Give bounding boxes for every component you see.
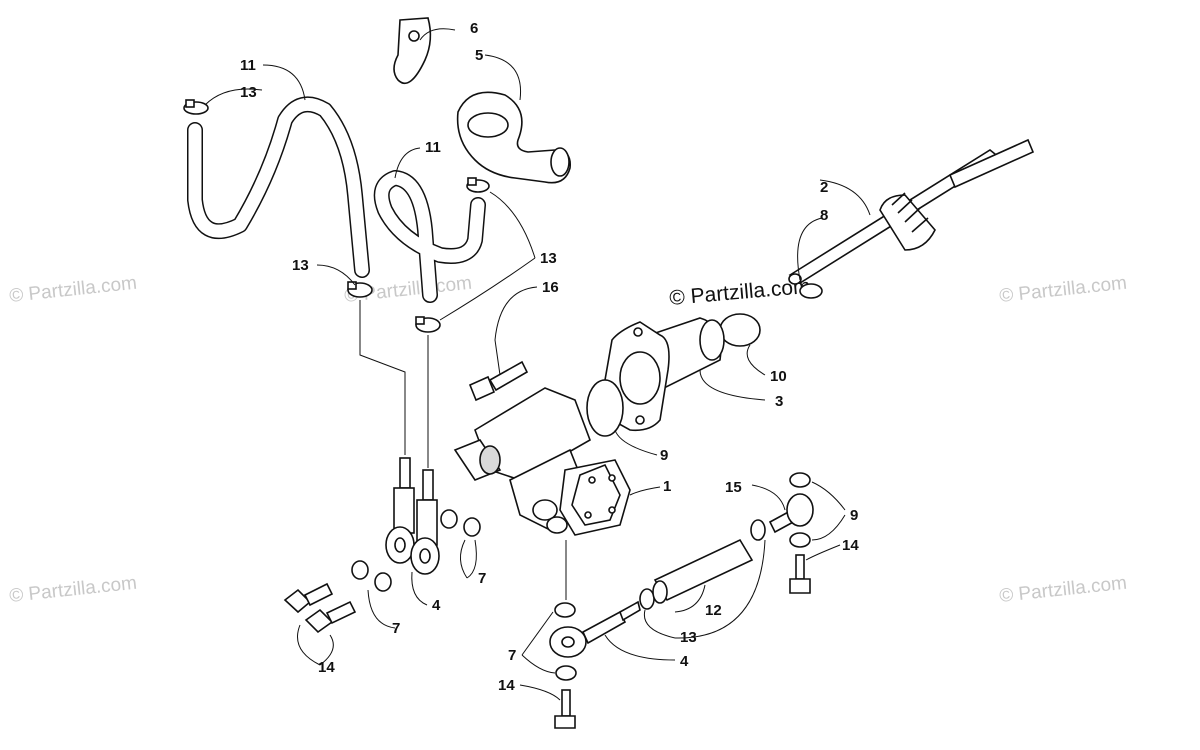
washer-7-a <box>440 509 458 529</box>
fitting-15 <box>768 493 814 534</box>
tube-12 <box>652 538 754 604</box>
callout-8: 8 <box>820 207 828 224</box>
washer-7-bottom-top <box>554 602 576 618</box>
callout-10: 10 <box>770 368 787 385</box>
callout-13-lower-left: 13 <box>292 257 309 274</box>
watermark-right: © Partzilla.com <box>998 273 1128 307</box>
clip-6 <box>393 17 432 85</box>
leader-lines <box>204 28 871 701</box>
watermark-left: © Partzilla.com <box>8 273 138 307</box>
callout-9-right: 9 <box>850 507 858 524</box>
o-ring-10 <box>719 313 761 347</box>
hose-11-right <box>373 170 486 303</box>
washer-7-d <box>374 572 392 592</box>
hose-clamp-13-tube <box>750 519 766 541</box>
bolt-16 <box>468 360 529 402</box>
callout-13-right: 13 <box>540 250 557 267</box>
callout-15: 15 <box>725 479 742 496</box>
washer-7-bottom <box>555 665 577 681</box>
callout-11-left: 11 <box>240 57 256 74</box>
callout-7-upper: 7 <box>478 570 486 587</box>
callout-16: 16 <box>542 279 559 296</box>
banjo-fitting-4-left-b <box>410 469 440 575</box>
shaft-2 <box>788 138 1035 285</box>
bolt-14-right <box>789 554 811 594</box>
hose-11-left <box>187 96 370 278</box>
banjo-fitting-4-left-a <box>385 457 415 564</box>
washer-9-bottom <box>789 532 811 548</box>
watermark-bottom-right: © Partzilla.com <box>998 573 1128 607</box>
callout-7-left: 7 <box>392 620 400 637</box>
hose-clamp-13-bottom <box>639 588 655 610</box>
washer-7-b <box>463 517 481 537</box>
hose-5 <box>456 91 572 184</box>
washer-9-top <box>789 472 811 488</box>
hose-clamp-13-lower-middle <box>415 316 441 333</box>
hose-clamp-13-top-left <box>183 99 209 115</box>
watermark-bottom-left: © Partzilla.com <box>8 573 138 607</box>
callout-14-right: 14 <box>842 537 859 554</box>
callout-9-housing: 9 <box>660 447 668 464</box>
callout-3: 3 <box>775 393 783 410</box>
alignment-line-left <box>359 300 406 455</box>
banjo-fitting-4-bottom <box>549 600 641 658</box>
bolt-14-bottom <box>554 689 576 729</box>
callout-11-right: 11 <box>425 139 441 156</box>
callout-6: 6 <box>470 20 478 37</box>
o-ring-8 <box>799 283 823 299</box>
oil-pump-1 <box>453 387 631 536</box>
callout-12: 12 <box>705 602 722 619</box>
callout-13-top-left: 13 <box>240 84 257 101</box>
washer-7-c <box>351 560 369 580</box>
callout-1: 1 <box>663 478 671 495</box>
callout-2: 2 <box>820 179 828 196</box>
callout-13-bottom: 13 <box>680 629 697 646</box>
hose-clamp-13-lower-left <box>347 281 373 298</box>
callouts: 6 5 11 13 11 13 13 16 2 8 10 3 9 1 15 9 … <box>240 20 859 694</box>
o-ring-9 <box>586 379 624 437</box>
callout-5: 5 <box>475 47 483 64</box>
hose-clamp-13-right <box>466 177 490 193</box>
callout-14-bottom: 14 <box>498 677 515 694</box>
callout-7-bottom: 7 <box>508 647 516 664</box>
callout-14-left: 14 <box>318 659 335 676</box>
callout-4-bottom: 4 <box>680 653 689 670</box>
bolt-14-left-b <box>304 600 357 634</box>
callout-4-left: 4 <box>432 597 441 614</box>
bolt-14-left-a <box>283 582 334 614</box>
